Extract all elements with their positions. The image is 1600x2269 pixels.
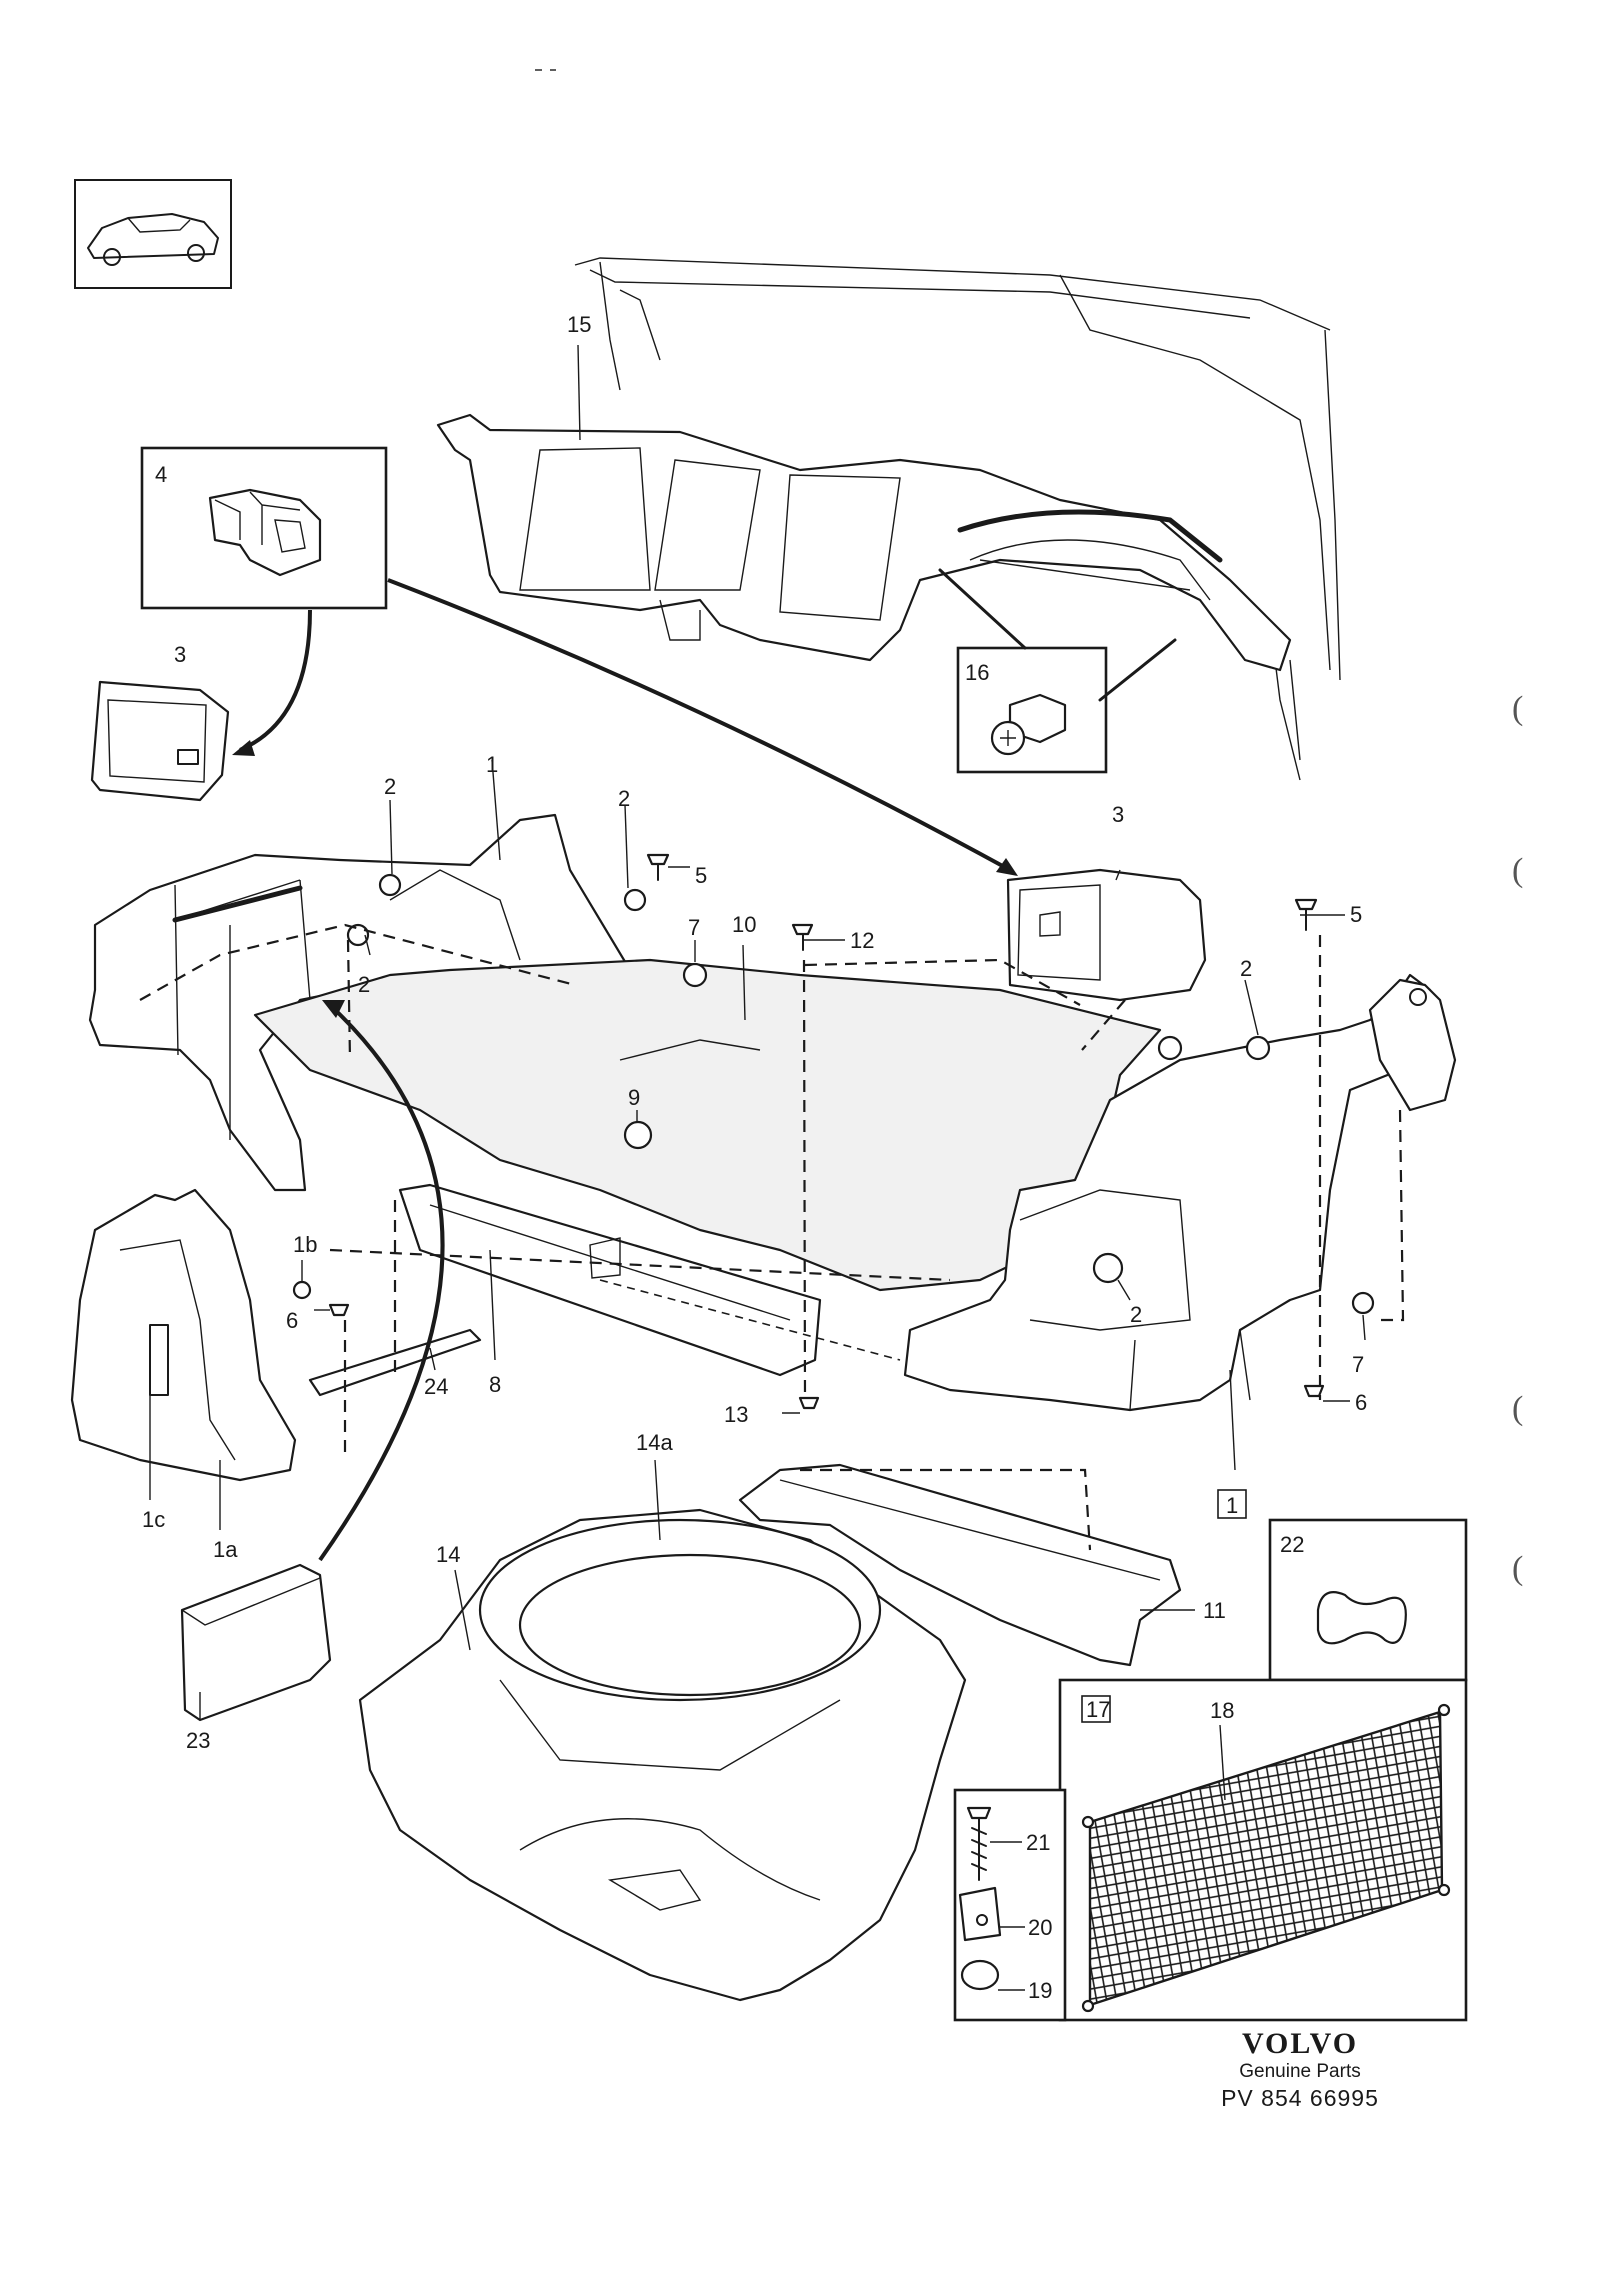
vehicle-thumbnail-icon xyxy=(74,179,232,289)
arrowhead xyxy=(322,1000,345,1018)
label-24: 24 xyxy=(424,1374,448,1399)
detail-box-parts-19-21 xyxy=(953,1788,1067,2022)
label-12: 12 xyxy=(850,928,874,953)
label-2-a: 2 xyxy=(384,774,396,799)
label-1-boxed-text: 1 xyxy=(1226,1493,1238,1518)
label-9: 9 xyxy=(628,1085,640,1110)
label-23: 23 xyxy=(186,1728,210,1753)
arrowhead xyxy=(232,740,255,756)
label-5-left: 5 xyxy=(695,863,707,888)
label-1b: 1b xyxy=(293,1232,317,1257)
label-21: 21 xyxy=(1026,1830,1050,1855)
label-2-d: 2 xyxy=(1240,956,1252,981)
label-16: 16 xyxy=(965,660,989,685)
label-6-left: 6 xyxy=(286,1308,298,1333)
part-23-trim-block xyxy=(180,1563,332,1722)
label-1-top: 1 xyxy=(486,752,498,777)
part-number-labels: 15 4 3 16 3 2 1 2 5 7 10 12 2 9 5 2 2 7 … xyxy=(142,312,1367,2003)
diagram-code: PV 854 66995 xyxy=(1221,2085,1379,2111)
car-body-outline xyxy=(574,257,1341,781)
volvo-logo: VOLVO xyxy=(1241,2027,1359,2060)
label-18: 18 xyxy=(1210,1698,1234,1723)
label-19: 19 xyxy=(1028,1978,1052,2003)
part-14-spare-wheel-well xyxy=(358,1508,967,2002)
detail-box-part-16 xyxy=(956,646,1108,774)
label-11: 11 xyxy=(1203,1598,1226,1623)
brand-subtitle: Genuine Parts xyxy=(1239,2061,1361,2082)
label-2-c: 2 xyxy=(358,972,370,997)
brand-block: VOLVO Genuine Parts PV 854 66995 xyxy=(1170,2028,1430,2112)
detail-box-part-17 xyxy=(1058,1678,1468,2022)
part-15-rear-shelf-trim xyxy=(436,413,1292,672)
leader-16-b xyxy=(1098,638,1177,702)
label-leaders xyxy=(149,344,1366,1991)
part-1a-corner-trim xyxy=(70,1188,297,1482)
label-4: 4 xyxy=(155,462,167,487)
fastener-clips xyxy=(292,853,1375,1410)
label-17: 17 xyxy=(1086,1697,1110,1722)
detail-box-part-22 xyxy=(1268,1518,1468,1682)
part-3-left-cover xyxy=(90,680,230,802)
label-2-b: 2 xyxy=(618,786,630,811)
label-8: 8 xyxy=(489,1372,501,1397)
label-22: 22 xyxy=(1280,1532,1304,1557)
margin-mark-4: ( xyxy=(1512,1550,1524,1587)
label-3-left: 3 xyxy=(174,642,186,667)
label-13: 13 xyxy=(724,1402,748,1427)
label-14: 14 xyxy=(436,1542,460,1567)
label-1a: 1a xyxy=(213,1537,238,1562)
label-3-right: 3 xyxy=(1112,802,1124,827)
leader-part-23 xyxy=(318,1003,445,1562)
label-20: 20 xyxy=(1028,1915,1052,1940)
part-3-right-cover xyxy=(1006,868,1207,1002)
margin-mark-3: ( xyxy=(1512,1390,1524,1427)
label-7-top: 7 xyxy=(688,915,700,940)
arrowhead xyxy=(996,858,1018,876)
detail-box-part-4 xyxy=(140,446,388,610)
label-1c: 1c xyxy=(142,1507,165,1532)
assembly-dashed-lines xyxy=(139,923,1405,1551)
label-15: 15 xyxy=(567,312,591,337)
label-6-right: 6 xyxy=(1355,1390,1367,1415)
margin-mark-1: ( xyxy=(1512,690,1524,727)
part-1-side-trim-right xyxy=(903,973,1457,1412)
part-11-floor-support xyxy=(738,1463,1182,1667)
label-5-right: 5 xyxy=(1350,902,1362,927)
label-7-right: 7 xyxy=(1352,1352,1364,1377)
leader-16-a xyxy=(938,568,1027,650)
margin-mark-2: ( xyxy=(1512,852,1524,889)
leader-part-4-to-3-right xyxy=(387,578,1011,872)
label-10: 10 xyxy=(732,912,756,937)
label-2-e: 2 xyxy=(1130,1302,1142,1327)
label-1-boxed: 1 xyxy=(1217,1489,1247,1519)
leader-part-4-to-3 xyxy=(239,609,312,752)
label-14a: 14a xyxy=(636,1430,673,1455)
